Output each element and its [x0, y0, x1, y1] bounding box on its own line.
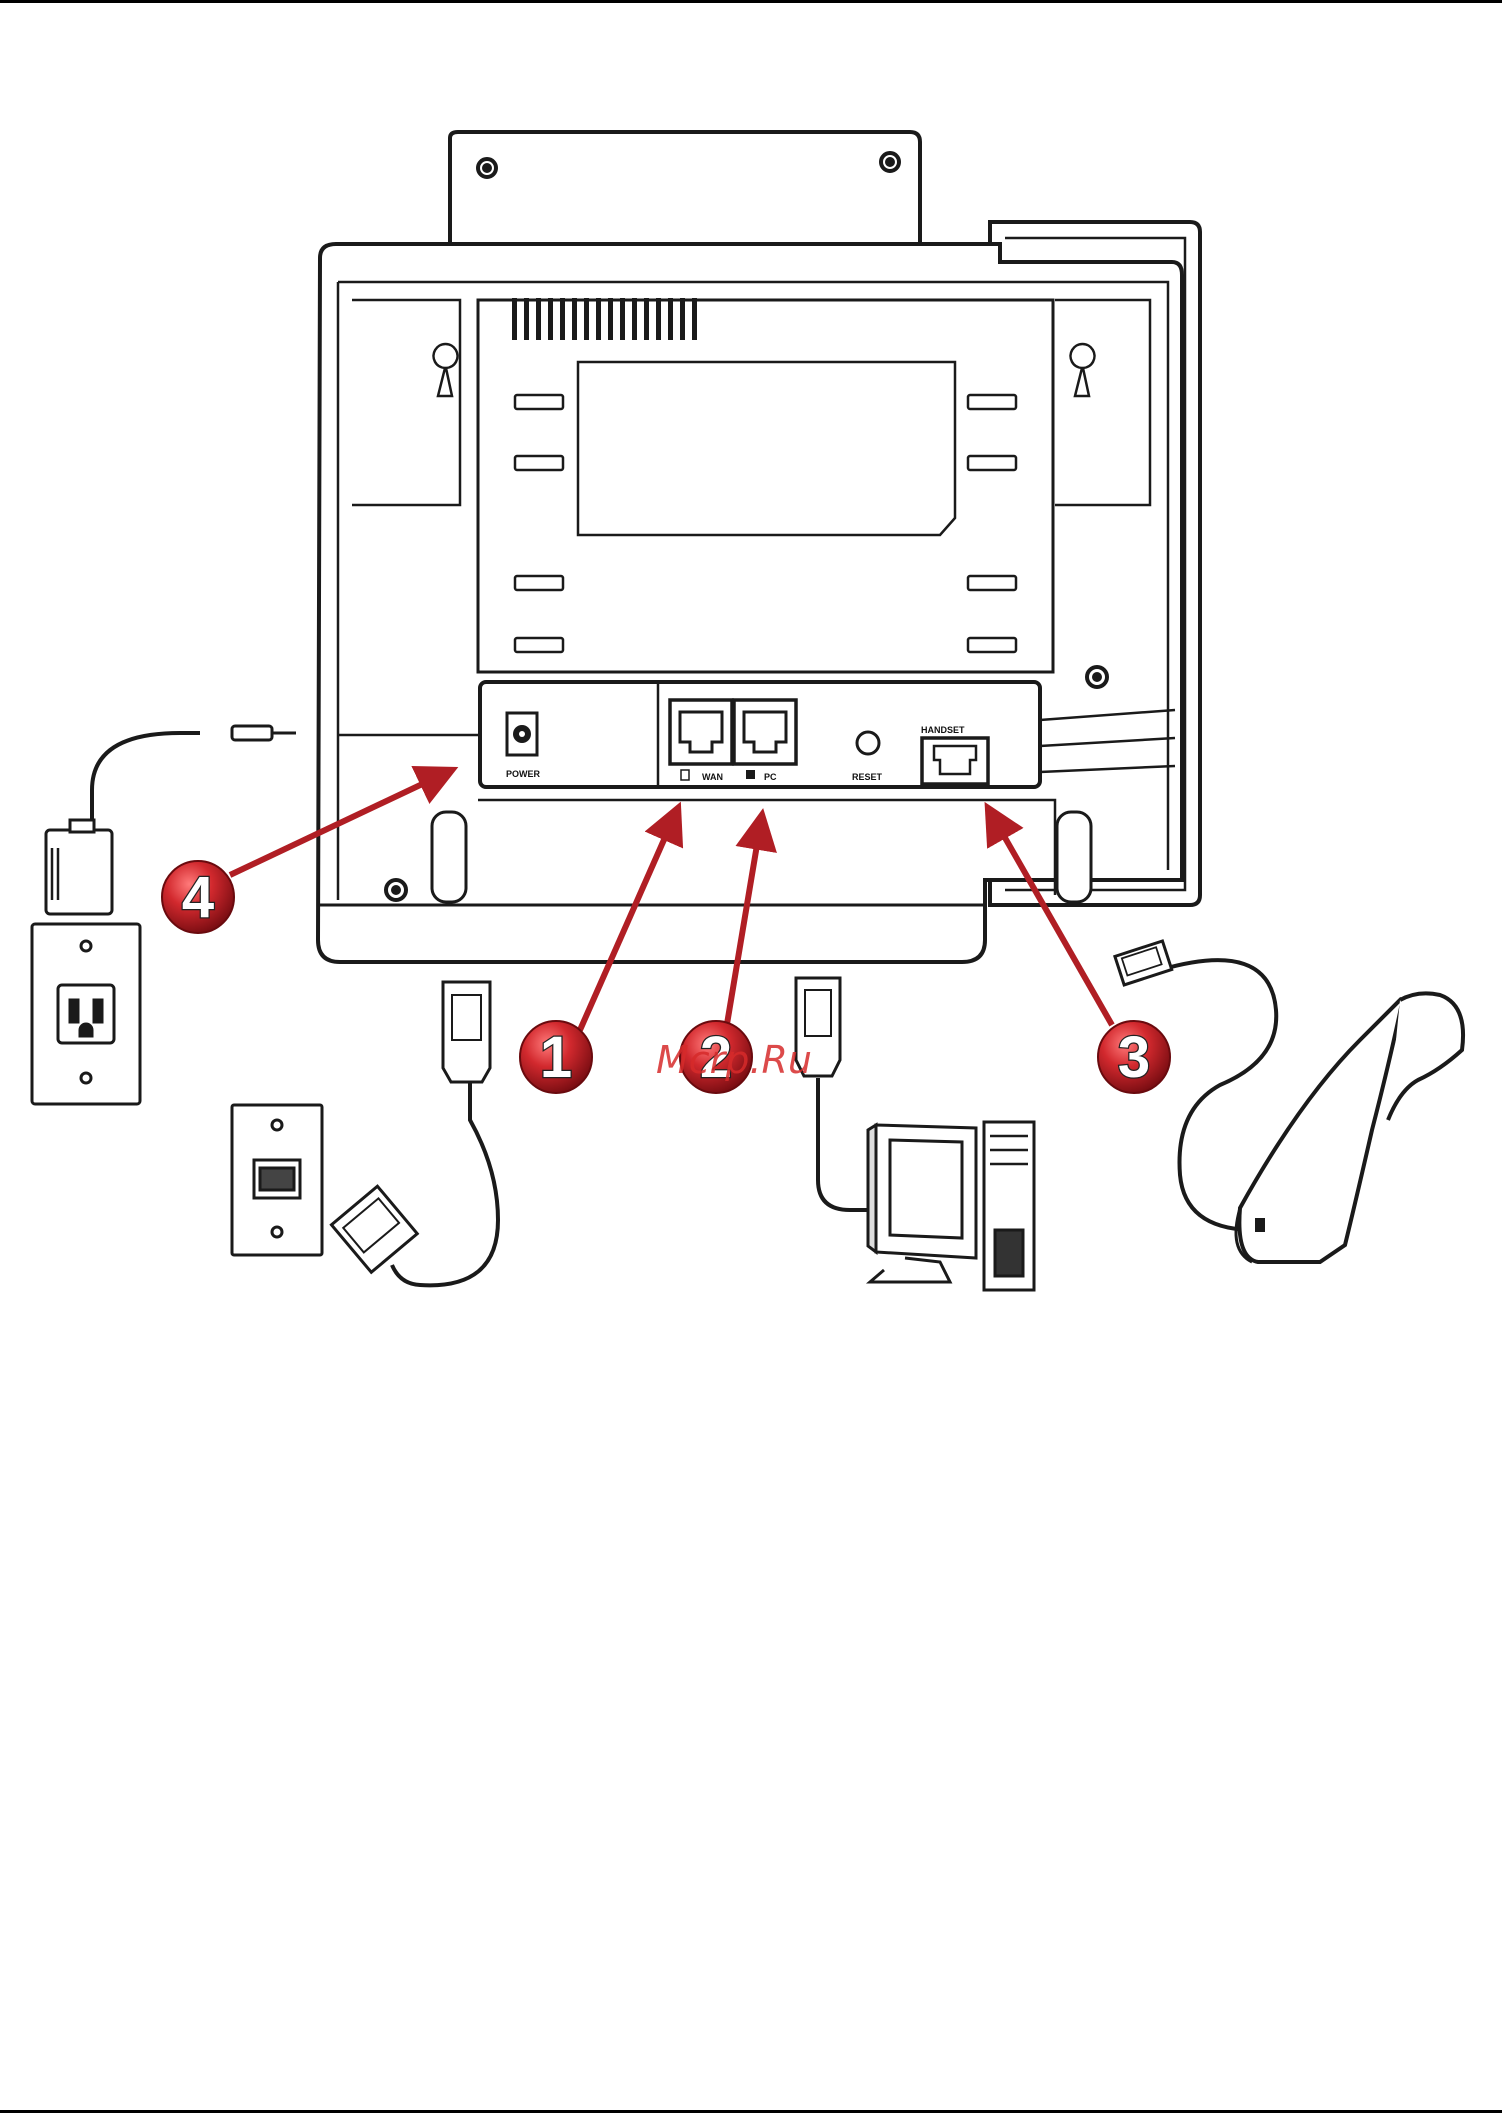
callout-4: 4	[162, 861, 234, 933]
callout-3: 3	[1098, 1021, 1170, 1093]
connector-panel: POWER WAN PC RESET HANDSET	[480, 682, 1040, 787]
handset-icon	[1236, 993, 1463, 1262]
computer-icon	[746, 770, 755, 779]
power-label: POWER	[506, 769, 541, 779]
network-wall-jack	[232, 1105, 322, 1255]
callout-1: 1	[520, 1021, 592, 1093]
pc-cable	[796, 978, 874, 1210]
callout-1-label: 1	[540, 1025, 572, 1090]
bottom-rule	[0, 2110, 1502, 2113]
rj45-plug-icon	[443, 982, 490, 1082]
power-jack: POWER	[506, 713, 541, 779]
pc-label: PC	[764, 772, 777, 782]
computer-icon	[868, 1122, 1034, 1290]
watermark: Mcrp.Ru	[656, 1038, 812, 1082]
callout-3-label: 3	[1118, 1025, 1150, 1090]
wall-power-outlet	[32, 924, 140, 1104]
wan-cable	[331, 982, 498, 1285]
handset-label: HANDSET	[921, 725, 965, 735]
wan-label: WAN	[702, 772, 723, 782]
reset-label: RESET	[852, 772, 883, 782]
callout-4-label: 4	[182, 865, 214, 930]
